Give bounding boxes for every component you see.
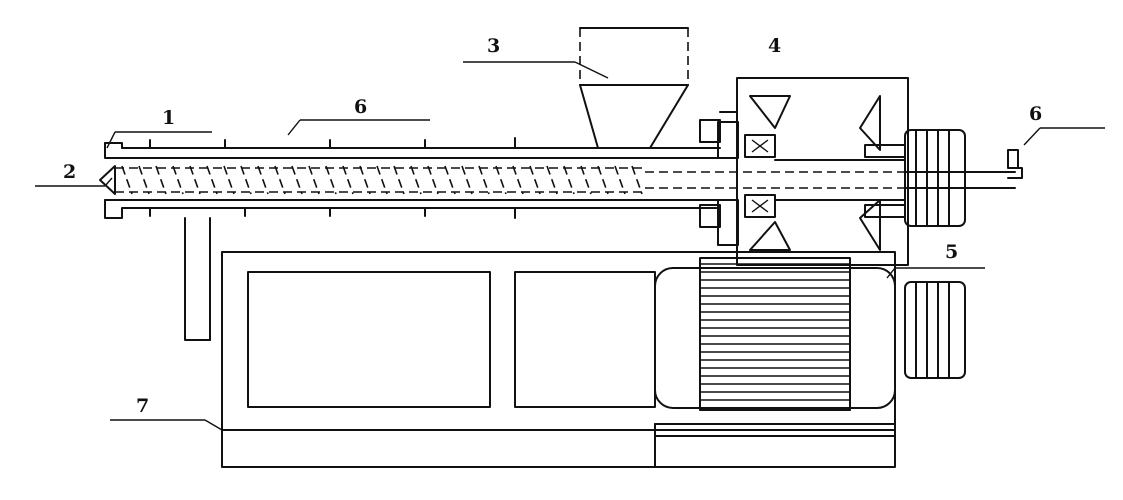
motor	[654, 257, 896, 411]
callout-labels: 3 4 1 6 6 2 5 7	[63, 35, 1042, 417]
screw-flight	[342, 165, 354, 195]
hopper	[579, 27, 689, 149]
pulley-upper	[904, 129, 966, 227]
screw-flight	[291, 165, 303, 195]
screw-flight	[631, 165, 643, 195]
screw-flight	[189, 165, 201, 195]
screw-flight	[359, 165, 371, 195]
callout-3: 3	[487, 35, 500, 57]
callout-5: 5	[945, 241, 958, 263]
screw-flight	[478, 165, 490, 195]
screw-flight	[444, 165, 456, 195]
screw-flight	[512, 165, 524, 195]
heater-bands	[149, 137, 516, 219]
screw-flight	[614, 165, 626, 195]
screw-flight	[257, 165, 269, 195]
screw-flight	[393, 165, 405, 195]
screw-flight	[546, 165, 558, 195]
frame	[184, 217, 896, 468]
screw-flight	[461, 165, 473, 195]
screw-flight	[274, 165, 286, 195]
screw-flight	[410, 165, 422, 195]
screw-flight	[172, 165, 184, 195]
screw-flight	[495, 165, 507, 195]
callout-1: 1	[162, 107, 175, 129]
pulley-lower	[904, 281, 966, 379]
screw-flight	[597, 165, 609, 195]
callout-2: 2	[63, 161, 76, 183]
leader-lines	[35, 61, 1105, 431]
screw-flight	[427, 165, 439, 195]
screw-flight	[529, 165, 541, 195]
barrel	[104, 137, 726, 219]
callout-6b: 6	[1029, 103, 1042, 125]
screw-flight	[376, 165, 388, 195]
screw-flight	[563, 165, 575, 195]
screw-flight	[155, 165, 167, 195]
motor-fins	[700, 263, 850, 401]
screw-flight	[580, 165, 592, 195]
screw-flight	[240, 165, 252, 195]
screw-flights	[121, 165, 643, 195]
gearbox	[699, 77, 909, 266]
screw	[99, 149, 1023, 195]
screw-flight	[223, 165, 235, 195]
screw-flight	[121, 165, 133, 195]
callout-4: 4	[768, 35, 781, 57]
screw-flight	[206, 165, 218, 195]
callout-7: 7	[136, 395, 149, 417]
screw-flight	[138, 165, 150, 195]
callout-6a: 6	[354, 96, 367, 118]
screw-flight	[308, 165, 320, 195]
screw-flight	[325, 165, 337, 195]
